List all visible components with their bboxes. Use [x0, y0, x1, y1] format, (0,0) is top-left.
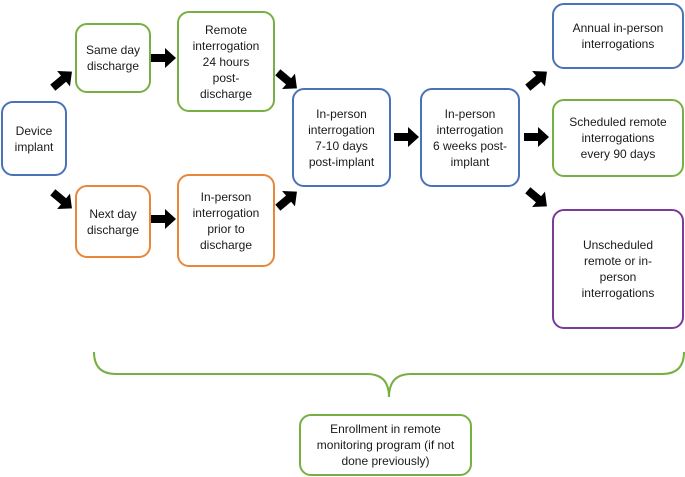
arrow-7-10-days-to-6-weeks	[394, 127, 419, 147]
in-person-6-weeks-label: In-person interrogation 6 weeks post- im…	[432, 106, 508, 169]
annual-in-person-label: Annual in-person interrogations	[572, 21, 664, 51]
arrow-same-day-to-remote	[151, 48, 176, 68]
arrow-remote-to-7-10-days	[271, 64, 304, 97]
curly-brace	[93, 351, 685, 398]
arrow-device-to-same-day	[46, 63, 79, 96]
arrow-6-weeks-to-scheduled	[524, 127, 549, 147]
device-implant-label: Device implant	[14, 123, 54, 154]
next-day-discharge-box: Next day discharge	[75, 185, 151, 258]
in-person-prior-discharge-label: In-person interrogation prior to dischar…	[192, 189, 260, 252]
in-person-7-10-days-label: In-person interrogation 7-10 days post-i…	[308, 106, 375, 169]
scheduled-remote-box: Scheduled remote interrogations every 90…	[552, 99, 684, 177]
annual-in-person-box: Annual in-person interrogations	[552, 3, 684, 69]
remote-interrogation-24h-box: Remote interrogation 24 hours post- disc…	[177, 11, 275, 112]
remote-interrogation-24h-label: Remote interrogation 24 hours post- disc…	[192, 22, 260, 101]
device-implant-box: Device implant	[1, 101, 67, 176]
arrow-next-day-to-prior	[151, 209, 176, 229]
enrollment-remote-monitoring-label: Enrollment in remote monitoring program …	[316, 422, 455, 468]
same-day-discharge-label: Same day discharge	[85, 43, 141, 73]
in-person-6-weeks-box: In-person interrogation 6 weeks post- im…	[420, 88, 520, 187]
arrow-6-weeks-to-unscheduled	[521, 182, 554, 215]
enrollment-remote-monitoring-box: Enrollment in remote monitoring program …	[299, 414, 472, 476]
arrow-prior-to-7-10-days	[271, 183, 304, 216]
arrow-6-weeks-to-annual	[521, 63, 554, 96]
next-day-discharge-label: Next day discharge	[86, 206, 140, 237]
in-person-7-10-days-box: In-person interrogation 7-10 days post-i…	[292, 88, 391, 187]
same-day-discharge-box: Same day discharge	[75, 23, 151, 93]
scheduled-remote-label: Scheduled remote interrogations every 90…	[569, 115, 667, 161]
in-person-prior-discharge-box: In-person interrogation prior to dischar…	[177, 174, 275, 267]
unscheduled-interrogations-box: Unscheduled remote or in- person interro…	[552, 209, 684, 329]
arrow-device-to-next-day	[46, 184, 79, 217]
unscheduled-interrogations-label: Unscheduled remote or in- person interro…	[581, 238, 655, 300]
